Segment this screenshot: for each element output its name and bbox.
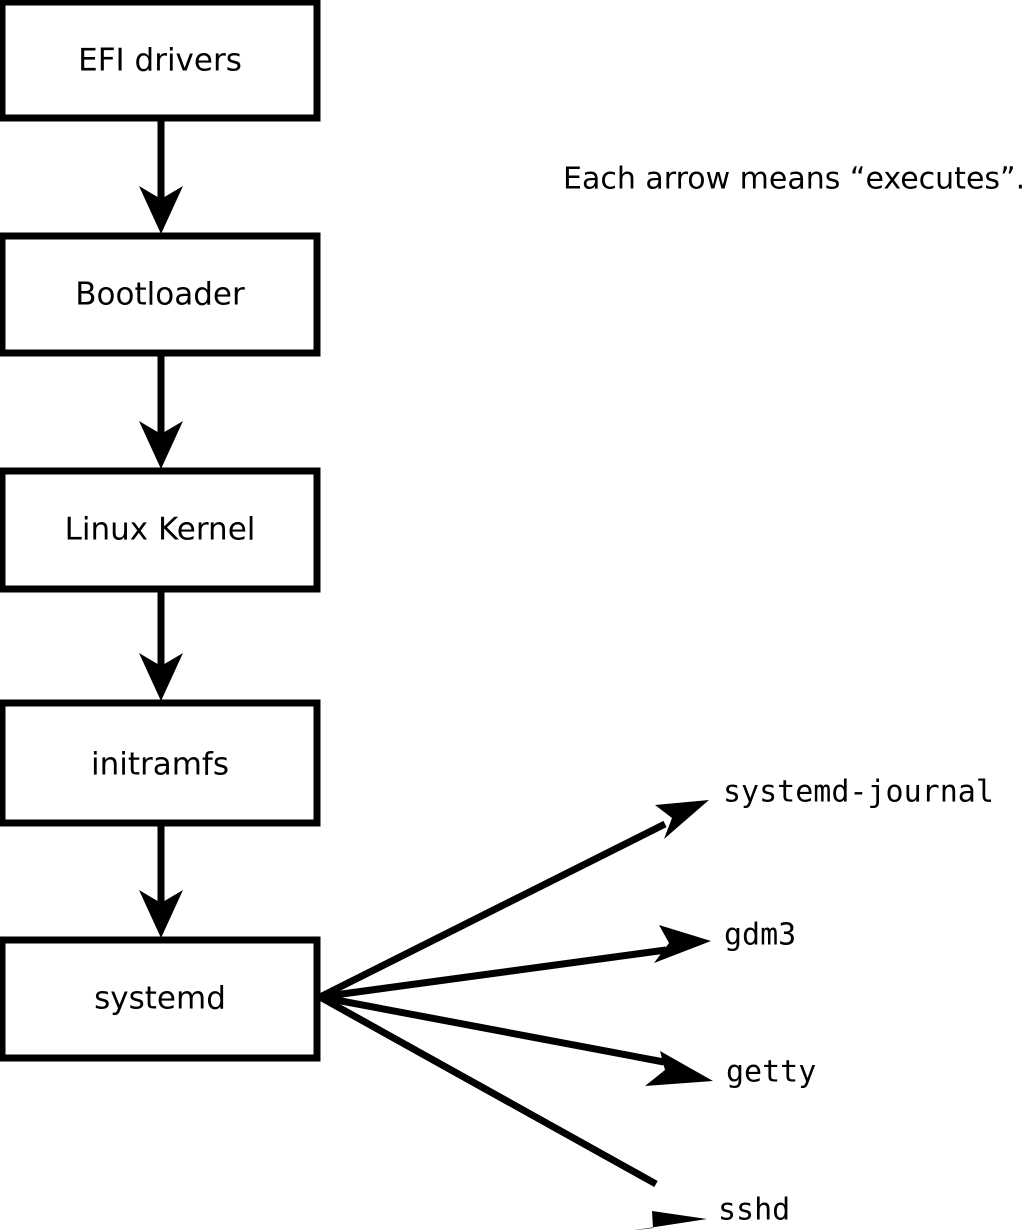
node-label: Bootloader (75, 277, 245, 313)
node-box[interactable] (0, 936, 321, 1062)
node-bootloader[interactable]: Bootloader (0, 232, 321, 357)
arrowhead-icon (645, 1051, 713, 1086)
edge-line (318, 820, 667, 1001)
edge-systemd-to-sshd (318, 993, 707, 1230)
arrowhead-down-icon (139, 653, 183, 701)
node-linux-kernel[interactable]: Linux Kernel (0, 467, 321, 593)
node-label: systemd (94, 981, 226, 1017)
node-box[interactable] (0, 232, 321, 357)
edge-efi-to-bootloader (139, 118, 183, 234)
node-label: Linux Kernel (65, 512, 256, 548)
edge-line (319, 946, 667, 1001)
edge-initramfs-to-systemd (139, 823, 183, 938)
edge-systemd-to-systemd-journal (318, 800, 709, 1001)
leaf-label-systemd-journal: systemd-journal (723, 775, 994, 810)
leaf-label-getty: getty (726, 1055, 816, 1090)
arrowhead-down-icon (139, 421, 183, 469)
arrowhead-icon (635, 1211, 707, 1230)
arrowhead-icon (654, 925, 711, 963)
node-label: initramfs (91, 747, 229, 783)
edge-systemd-to-getty (319, 993, 713, 1086)
edge-line (319, 993, 665, 1066)
leaf-label-gdm3: gdm3 (724, 918, 796, 953)
arrowhead-icon (655, 800, 709, 839)
node-initramfs[interactable]: initramfs (0, 699, 321, 827)
edge-systemd-to-gdm3 (319, 925, 711, 1001)
arrowhead-down-icon (139, 890, 183, 938)
node-box[interactable] (0, 699, 321, 827)
legend-text: Each arrow means “executes”. (563, 162, 1023, 197)
node-systemd[interactable]: systemd (0, 936, 321, 1062)
edge-bootloader-to-kernel (139, 353, 183, 469)
edge-kernel-to-initramfs (139, 589, 183, 701)
leaf-label-sshd: sshd (718, 1193, 790, 1228)
node-box[interactable] (0, 0, 321, 122)
arrowhead-down-icon (139, 186, 183, 234)
node-efi-drivers[interactable]: EFI drivers (0, 0, 321, 122)
node-label: EFI drivers (78, 43, 242, 79)
node-box[interactable] (0, 467, 321, 593)
edge-line (318, 993, 658, 1188)
